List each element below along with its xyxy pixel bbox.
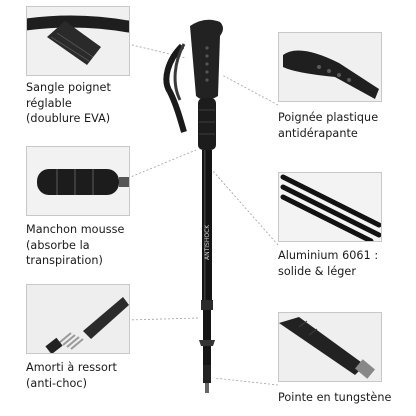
pole-upper-shaft [202, 150, 212, 300]
pole-joint [201, 300, 213, 310]
tip-thumbnail [278, 312, 382, 382]
handle-dots [205, 46, 209, 82]
wrist-strap-photo-icon [27, 7, 129, 75]
leader-line-spring [127, 317, 199, 321]
feature-label-tip: Pointe en tungstène [278, 391, 392, 404]
aluminium-tubes-photo-icon [279, 173, 381, 241]
pole-foam [198, 98, 216, 150]
pole-lower-shaft [203, 310, 211, 365]
leader-line-alu [211, 169, 279, 246]
foam-rings [199, 109, 215, 135]
grip-thumbnail [278, 32, 382, 102]
strap-thumbnail [26, 6, 130, 76]
leader-line-grip [221, 74, 279, 106]
foam-thumbnail [26, 146, 130, 216]
pole-tip-rubber [203, 365, 211, 383]
shock-spring-photo-icon [27, 285, 129, 353]
feature-label-grip: Poignée plastique antidérapante [278, 111, 379, 140]
strap-inner [173, 43, 186, 101]
tungsten-tip-photo-icon [279, 313, 381, 381]
shaft-highlight [204, 150, 206, 300]
foam-sleeve-photo-icon [27, 147, 129, 215]
handle-grip-photo-icon [279, 33, 381, 101]
pole-handle [190, 19, 223, 100]
pole-basket-ring [199, 340, 215, 346]
pole-brand-text: ANTISHOCK [204, 224, 211, 260]
feature-label-spring: Amorti à ressort (anti-choc) [26, 361, 117, 390]
pole-strap [163, 43, 187, 133]
pole-tip-tungsten [205, 383, 209, 393]
spring-thumbnail [26, 284, 130, 354]
feature-label-alu: Aluminium 6061 : solide & léger [278, 249, 379, 278]
feature-label-strap: Sangle poignet réglable (doublure EVA) [26, 81, 111, 125]
feature-label-foam: Manchon mousse (absorbe la transpiration… [26, 223, 125, 267]
leader-line-tip [213, 377, 279, 386]
alu-thumbnail [278, 172, 382, 242]
leader-line-foam [127, 149, 197, 179]
